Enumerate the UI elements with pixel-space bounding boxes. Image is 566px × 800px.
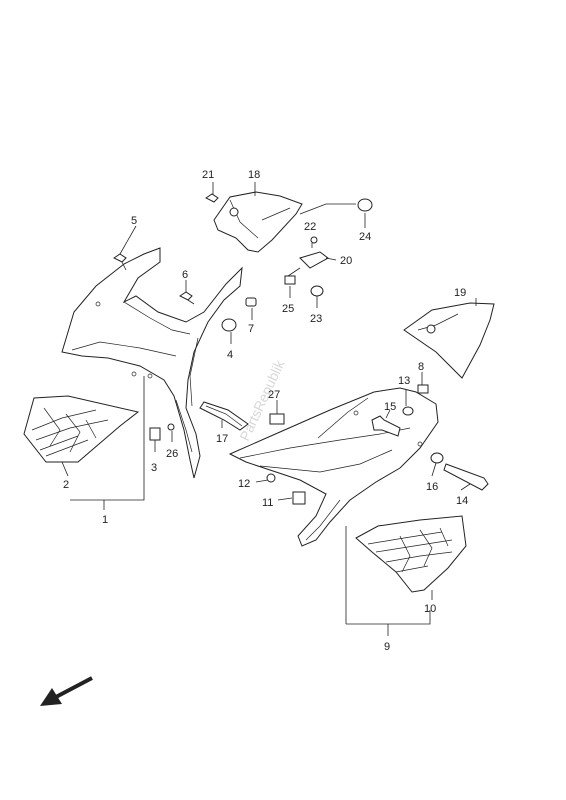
callout-24: 24 (359, 231, 371, 243)
callout-9: 9 (384, 641, 390, 653)
front-cowling-part-1 (61, 247, 243, 479)
decal-left-part-2 (23, 395, 140, 463)
callout-22: 22 (304, 221, 316, 233)
leader-lines (61, 182, 477, 636)
callout-27: 27 (268, 389, 280, 401)
callout-23: 23 (310, 313, 322, 325)
callout-15: 15 (384, 401, 396, 413)
callout-25: 25 (282, 303, 294, 315)
callout-8: 8 (418, 361, 424, 373)
callout-7: 7 (248, 323, 254, 335)
callout-3: 3 (151, 462, 157, 474)
callout-11: 11 (262, 497, 273, 509)
decal-right-part-10 (355, 515, 467, 593)
callout-21: 21 (202, 169, 214, 181)
side-panel-part-19 (403, 302, 495, 379)
callout-10: 10 (424, 603, 436, 615)
callout-26: 26 (166, 448, 178, 460)
callout-20: 20 (340, 255, 352, 267)
strip-part-17 (199, 401, 249, 431)
callout-4: 4 (227, 349, 233, 361)
callout-2: 2 (63, 479, 69, 491)
callout-6: 6 (182, 269, 188, 281)
callout-18: 18 (248, 169, 260, 181)
callout-17: 17 (216, 433, 228, 445)
callout-1: 1 (102, 514, 108, 526)
callout-13: 13 (398, 375, 410, 387)
callout-12: 12 (238, 478, 250, 490)
front-direction-arrow-icon (40, 676, 93, 706)
callout-16: 16 (426, 481, 438, 493)
upper-bracket-part-18 (213, 191, 303, 253)
callout-labels: 1 2 3 4 5 6 7 8 9 10 11 12 13 14 15 16 1… (63, 169, 468, 653)
callout-5: 5 (131, 215, 137, 227)
fasteners (113, 193, 489, 505)
callout-19: 19 (454, 287, 466, 299)
callout-14: 14 (456, 495, 468, 507)
